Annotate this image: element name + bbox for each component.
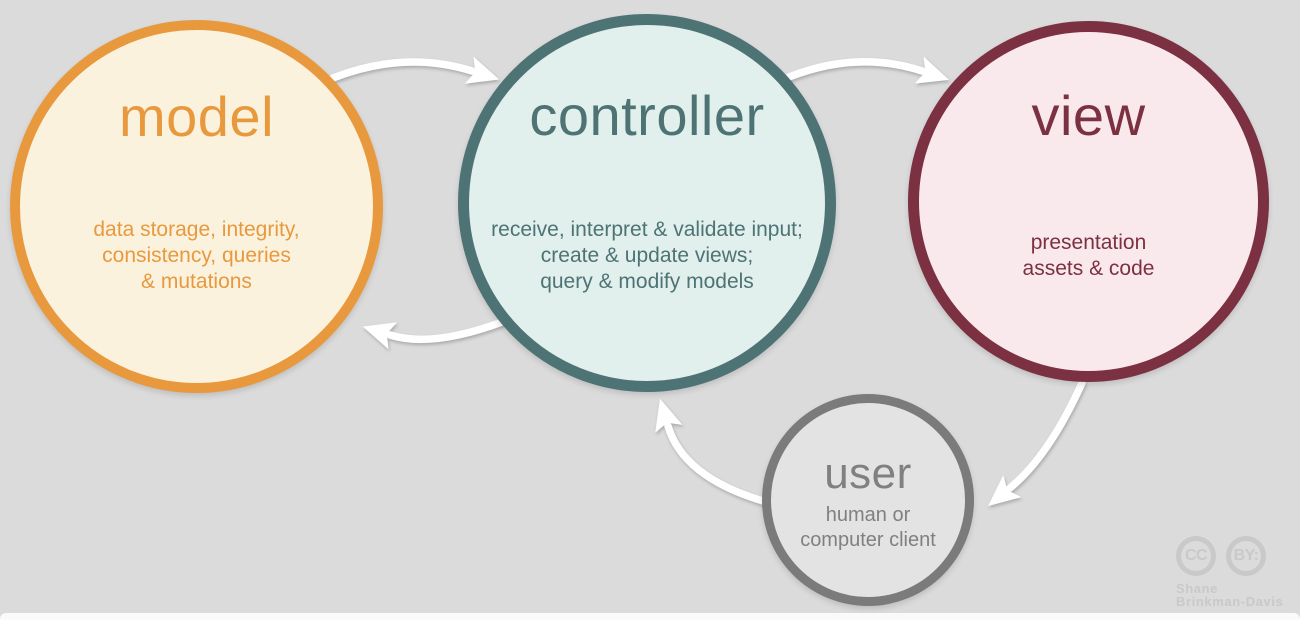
cc-icon-label: CC bbox=[1184, 547, 1208, 564]
node-model: model data storage, integrity, consisten… bbox=[10, 20, 383, 393]
author-line-2: Brinkman-Davis bbox=[1176, 594, 1284, 609]
cc-by-icon-label: BY: bbox=[1233, 547, 1259, 564]
arrow-controller-to-model bbox=[362, 318, 506, 350]
author-credit: Shane Brinkman-Davis bbox=[1176, 582, 1286, 608]
node-controller-description: receive, interpret & validate input; cre… bbox=[491, 218, 803, 293]
node-controller-title: controller bbox=[529, 84, 765, 147]
license-attribution: CC BY: Shane Brinkman-Davis bbox=[1176, 536, 1286, 608]
node-view-description: presentation assets & code bbox=[1022, 231, 1155, 280]
node-user: user human or computer client bbox=[762, 394, 974, 606]
cc-license-badges: CC BY: bbox=[1176, 536, 1286, 576]
author-line-1: Shane bbox=[1176, 581, 1219, 596]
arrow-controller-to-view bbox=[785, 56, 950, 84]
node-view-title: view bbox=[1031, 84, 1146, 147]
arrow-view-to-user bbox=[987, 379, 1086, 507]
arrow-model-to-controller bbox=[329, 56, 500, 84]
node-user-description: human or computer client bbox=[800, 504, 936, 551]
cc-icon: CC bbox=[1176, 536, 1216, 576]
cc-by-icon: BY: bbox=[1226, 536, 1266, 576]
node-model-description: data storage, integrity, consistency, qu… bbox=[93, 218, 300, 293]
node-user-title: user bbox=[824, 449, 912, 498]
node-model-title: model bbox=[118, 85, 275, 148]
bottom-edge-strip bbox=[0, 613, 1300, 620]
node-view: view presentation assets & code bbox=[908, 21, 1269, 382]
arrow-user-to-controller bbox=[655, 398, 767, 505]
node-controller: controller receive, interpret & validate… bbox=[458, 14, 836, 392]
